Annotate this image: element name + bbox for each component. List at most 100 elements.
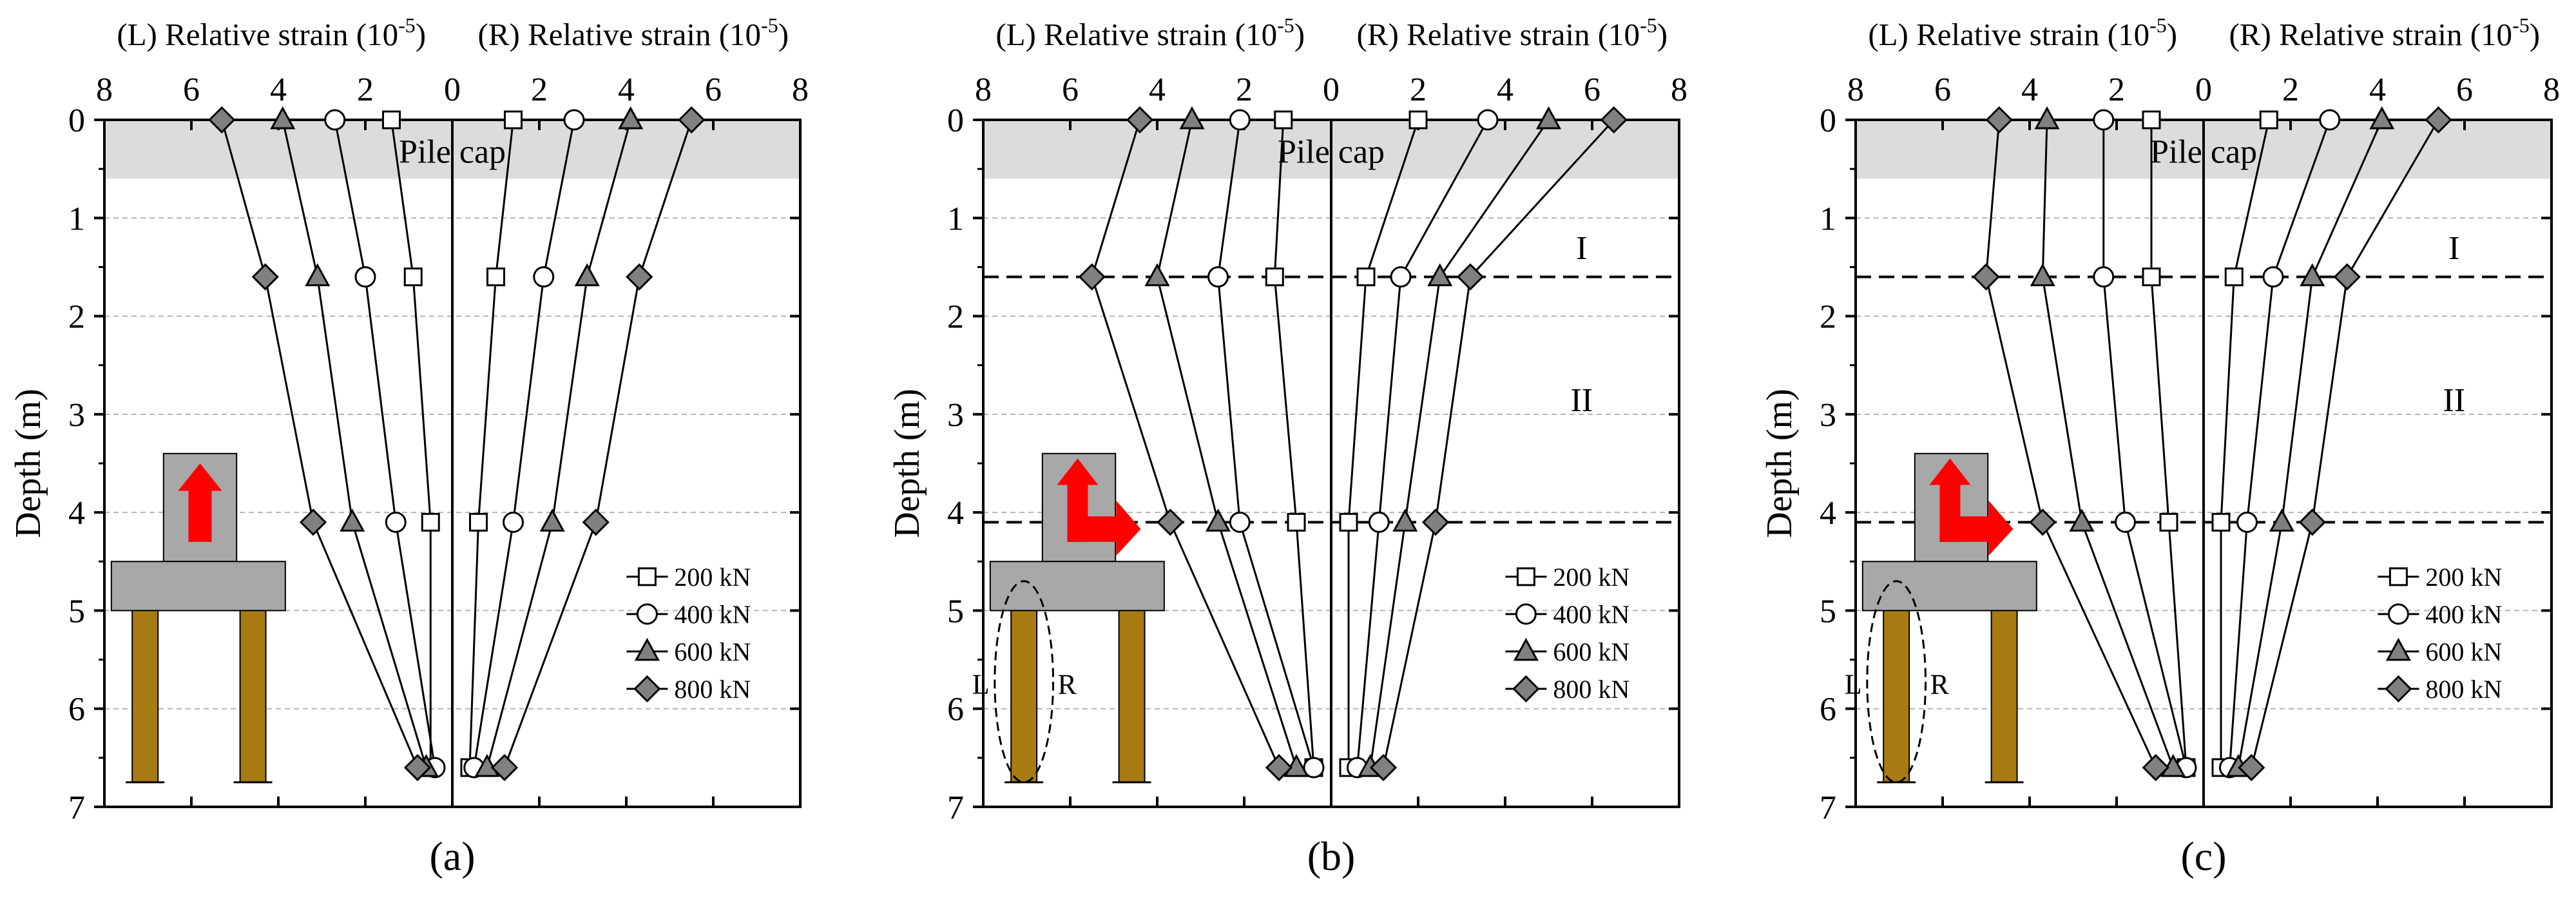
data-point-right (2300, 263, 2325, 287)
schematic-pile (1118, 610, 1146, 783)
series-line-left (1273, 119, 1315, 768)
data-point-left (1972, 263, 2000, 291)
top-label-left-close: ) (416, 17, 426, 52)
schematic-pile-cap (989, 561, 1165, 612)
data-point-left (1229, 109, 1251, 131)
x-tick-label: 8 (1847, 72, 1864, 108)
data-point-left (1985, 106, 2013, 134)
y-axis-label: Depth (m) (1760, 389, 1800, 538)
top-label-right: (R) Relative strain (10-5) (478, 14, 789, 52)
data-point-right (1477, 109, 1499, 131)
y-tick-label: 7 (68, 789, 85, 826)
data-point-left (2029, 508, 2057, 536)
data-point-left (2069, 508, 2095, 532)
y-tick-label: 0 (68, 102, 85, 139)
y-tick-label: 7 (1820, 789, 1836, 826)
top-label-right-close: ) (778, 17, 789, 52)
x-tick-label: 4 (2021, 72, 2038, 108)
top-label-left-exp: -5 (1277, 14, 1294, 37)
data-point-right (533, 266, 555, 288)
series-line-right (2237, 119, 2383, 768)
legend-label: 600 kN (1553, 637, 1629, 666)
y-tick-label: 5 (1820, 593, 1836, 630)
y-tick-label: 0 (1820, 102, 1836, 139)
side-label-l: L (972, 669, 990, 701)
side-label-r: R (1930, 669, 1949, 701)
schematic-pile (1010, 610, 1038, 783)
data-point-left (299, 508, 327, 536)
series-line-left (1216, 119, 1315, 768)
top-label-right-close: ) (2530, 17, 2540, 52)
data-point-right (1535, 106, 1562, 130)
legend-label: 200 kN (674, 563, 751, 592)
top-label-left: (L) Relative strain (10-5) (1868, 14, 2177, 52)
data-point-left (2142, 267, 2161, 287)
top-label-right-unit: (10 (719, 17, 761, 52)
x-tick-label: 2 (1236, 72, 1253, 108)
series-line-right (468, 119, 514, 768)
data-point-right (486, 267, 505, 287)
data-point-left (1205, 508, 1231, 532)
data-point-right (618, 106, 644, 130)
series-line-left (282, 119, 427, 768)
data-point-right (1427, 263, 1453, 287)
legend-label: 200 kN (1553, 563, 1629, 592)
top-label-left-text: (L) Relative strain (1868, 17, 2107, 52)
series-line-right (2220, 119, 2270, 768)
y-tick-label: 3 (68, 397, 85, 434)
legend-marker (636, 603, 658, 625)
x-tick-label: 4 (2369, 72, 2386, 108)
data-point-right (582, 508, 610, 536)
y-tick-label: 3 (1820, 397, 1836, 434)
y-tick-label: 2 (947, 299, 964, 336)
x-tick-label: 2 (1410, 72, 1427, 108)
x-tick-label: 0 (444, 72, 461, 108)
data-point-left (1157, 508, 1184, 536)
data-point-right (574, 263, 600, 287)
y-axis-label: Depth (m) (8, 389, 48, 538)
series-line-right (473, 119, 575, 768)
x-tick-label: 6 (1062, 72, 1079, 108)
x-tick-label: 6 (705, 72, 722, 108)
data-point-right (2319, 109, 2341, 131)
series-line-right (503, 119, 693, 768)
data-point-left (382, 110, 401, 130)
y-tick-label: 2 (68, 299, 85, 336)
data-point-left (385, 511, 407, 533)
legend-label: 400 kN (2425, 600, 2502, 629)
data-point-left (1078, 263, 1106, 291)
y-tick-label: 4 (947, 495, 964, 532)
schematic-pile (1883, 610, 1910, 783)
y-tick-label: 6 (68, 691, 85, 728)
data-point-right (2369, 106, 2395, 130)
data-point-left (340, 508, 365, 532)
load-arrow-horizontal (1067, 500, 1141, 556)
data-point-left (305, 263, 331, 287)
y-axis-label: Depth (m) (887, 389, 927, 538)
series-line-right (486, 119, 632, 768)
legend-label: 600 kN (2425, 637, 2502, 666)
y-tick-label: 5 (947, 593, 964, 630)
zone-label-ii: II (2443, 382, 2465, 419)
series-800-kn (1078, 106, 1628, 782)
subplot-label: (c) (2180, 833, 2226, 879)
data-point-right (563, 109, 585, 131)
data-point-right (1456, 263, 1485, 291)
top-label-left-text: (L) Relative strain (117, 17, 356, 52)
top-label-right-exp: -5 (2512, 14, 2530, 37)
data-point-right (2425, 106, 2452, 134)
data-point-right (1390, 266, 1412, 288)
data-point-right (539, 508, 565, 532)
data-point-left (1265, 267, 1284, 287)
legend-marker (637, 567, 657, 586)
series-line-left (334, 119, 436, 768)
x-tick-label: 4 (270, 72, 287, 108)
data-point-right (2259, 110, 2278, 130)
zone-label-i: I (1576, 230, 1587, 267)
subplot-label: (b) (1307, 833, 1356, 879)
legend-marker (2389, 567, 2408, 586)
y-tick-label: 3 (947, 397, 964, 434)
data-point-left (1144, 263, 1170, 287)
schematic-pile-cap (110, 561, 286, 612)
